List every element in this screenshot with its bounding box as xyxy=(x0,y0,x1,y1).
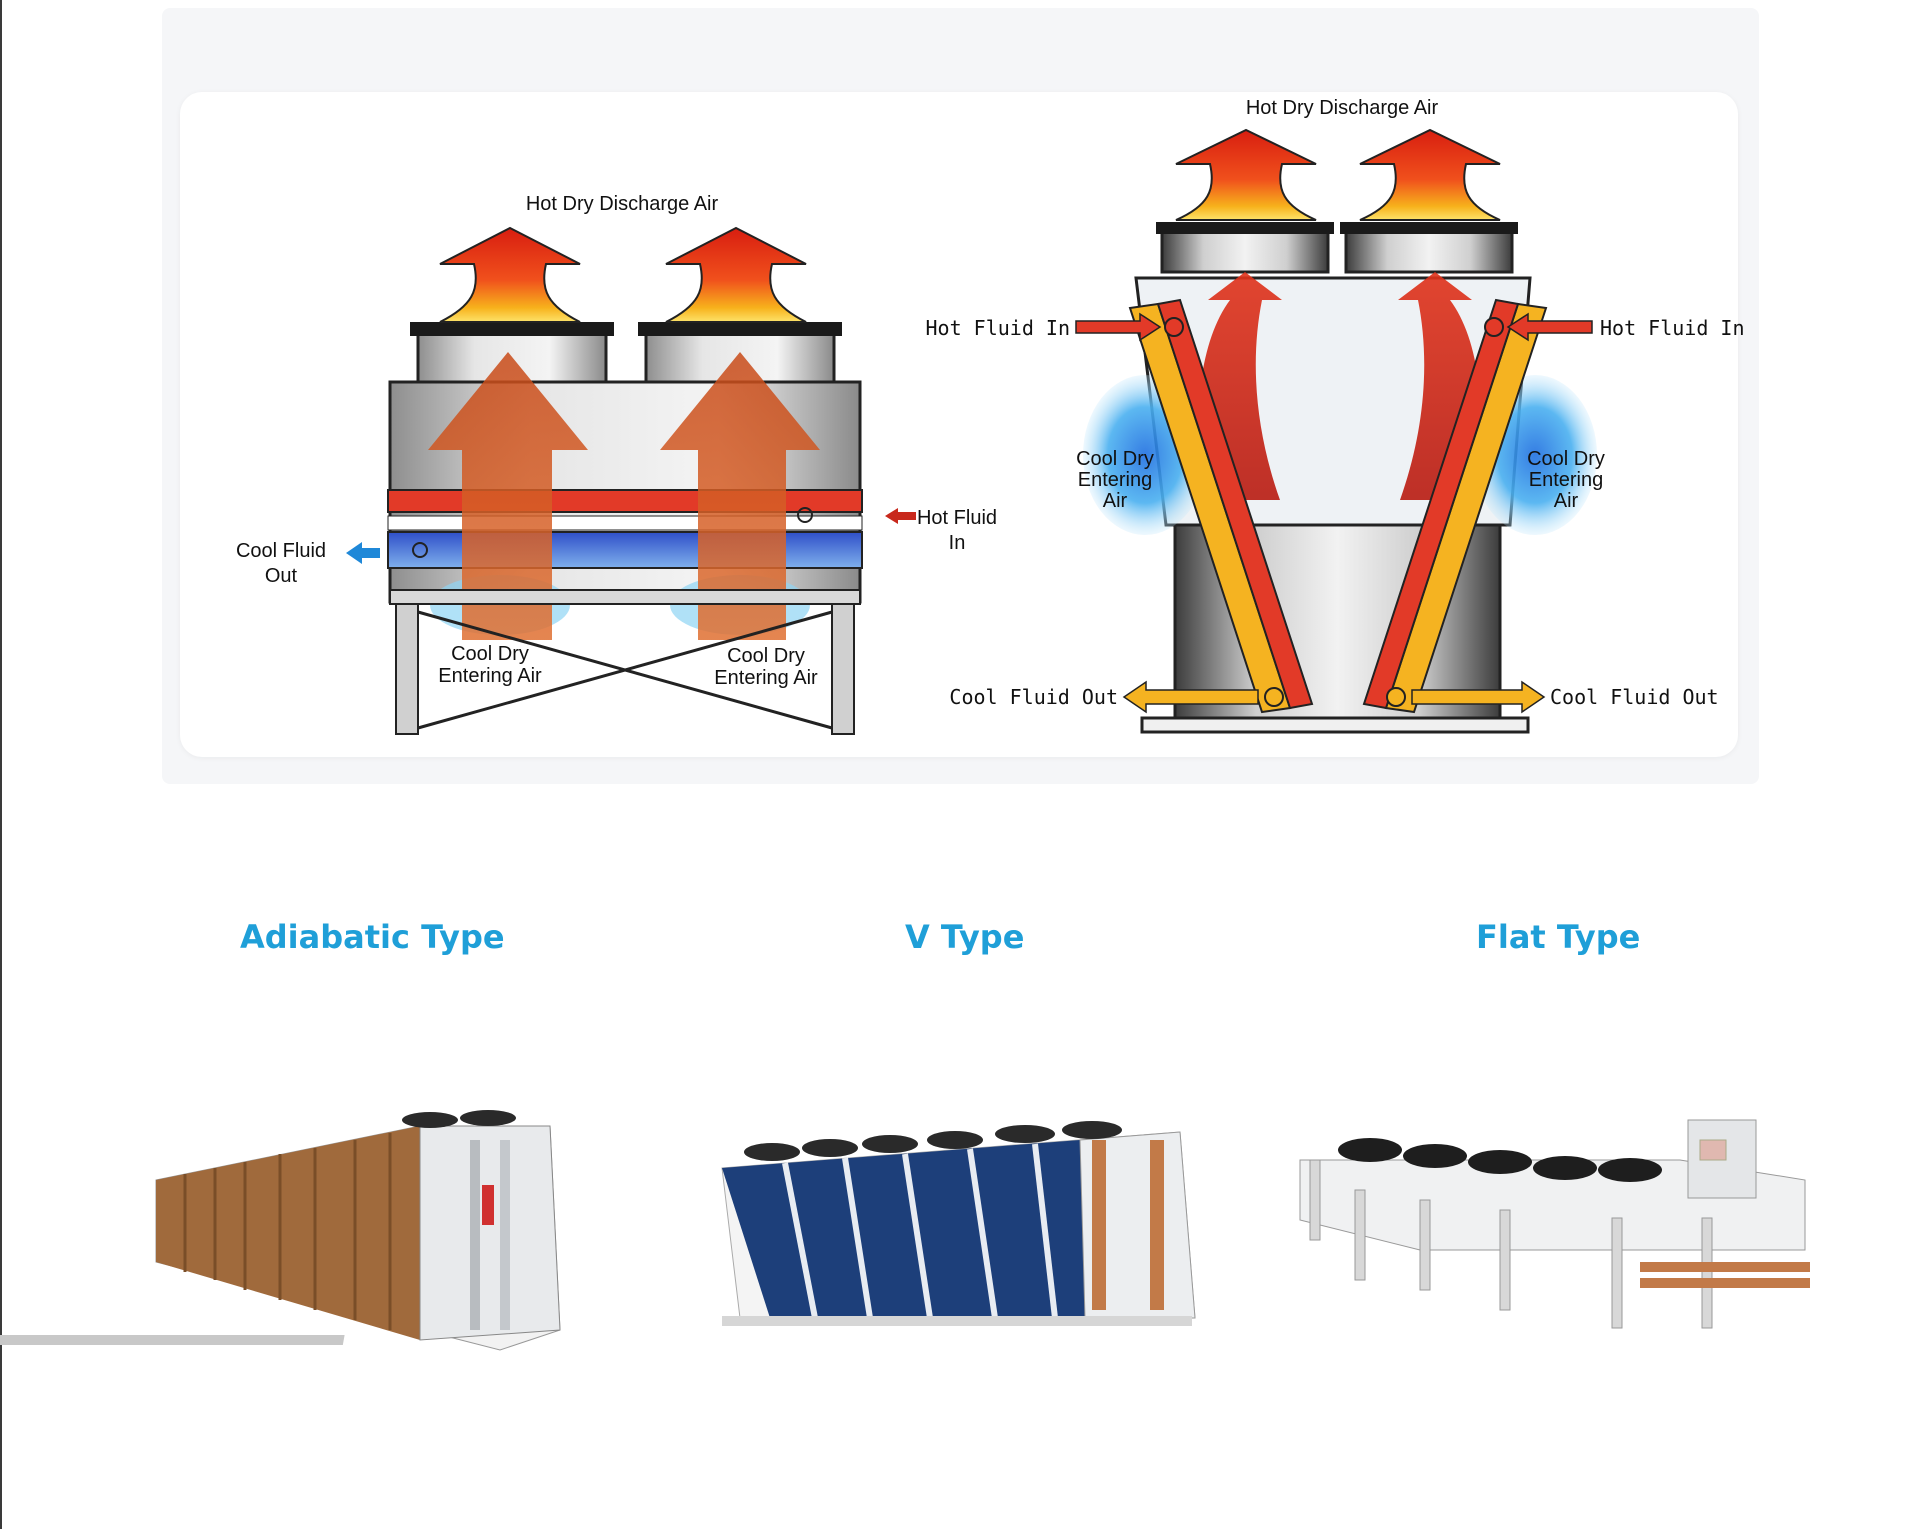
fan-rim-left xyxy=(410,322,614,336)
right-entering-air-left-line3: Air xyxy=(1103,490,1128,512)
coil-right-red xyxy=(1362,298,1520,710)
v-unit-diagram: Hot Dry Discharge Air Hot Fluid In Hot F… xyxy=(926,97,1745,734)
v-fan-left xyxy=(1160,226,1330,274)
hot-pipe xyxy=(387,489,863,513)
left-discharge-label: Hot Dry Discharge Air xyxy=(526,193,719,215)
v-cool-fluid-out-arrow-left xyxy=(1122,680,1259,714)
v-discharge-arrow-left xyxy=(1175,128,1317,221)
v-base xyxy=(1140,716,1530,734)
v-cool-fluid-out-arrow-right xyxy=(1411,680,1546,714)
right-entering-air-left-line1: Cool Dry xyxy=(1076,448,1154,470)
right-cool-fluid-out-left-label: Cool Fluid Out xyxy=(949,685,1118,709)
left-entering-air-1-line1: Cool Dry xyxy=(451,643,529,665)
product-images xyxy=(0,1110,1810,1351)
hot-fluid-in-arrow xyxy=(885,508,916,524)
v-hot-fluid-in-arrow-left xyxy=(1075,312,1162,342)
cool-fluid-out-arrow xyxy=(346,542,380,564)
cool-pipe xyxy=(387,531,863,569)
right-entering-air-left-line2: Entering xyxy=(1078,469,1153,491)
left-cool-fluid-out-label-line2: Out xyxy=(265,565,298,587)
left-hot-fluid-in-label-line1: Hot Fluid xyxy=(917,507,997,529)
left-hot-fluid-in-label-line2: In xyxy=(949,532,966,554)
coil-left-red xyxy=(1156,298,1314,710)
v-discharge-arrow-right xyxy=(1359,128,1501,221)
v-fan-right xyxy=(1344,226,1514,274)
right-entering-air-right-line2: Entering xyxy=(1529,469,1604,491)
right-cool-fluid-out-right-label: Cool Fluid Out xyxy=(1550,685,1719,709)
right-discharge-label: Hot Dry Discharge Air xyxy=(1246,97,1439,119)
right-entering-air-right-line1: Cool Dry xyxy=(1527,448,1605,470)
adiabatic-type-title: Adiabatic Type xyxy=(240,918,505,956)
adiabatic-product-image xyxy=(0,1110,561,1351)
page-left-border xyxy=(0,0,2,1529)
fan-rim-right xyxy=(638,322,842,336)
discharge-arrow-right xyxy=(665,226,807,323)
rising-air-arrow-left xyxy=(428,352,588,640)
left-entering-air-2-line2: Entering Air xyxy=(714,667,818,689)
v-type-product-image xyxy=(721,1121,1196,1326)
left-entering-air-1-line2: Entering Air xyxy=(438,665,542,687)
v-hot-fluid-in-arrow-right xyxy=(1506,312,1593,342)
dry-cooler-airflow-diagram: Hot Dry Discharge Air Hot Fluid In Cool … xyxy=(236,97,1745,735)
v-type-title: V Type xyxy=(905,918,1025,956)
right-hot-fluid-in-right-label: Hot Fluid In xyxy=(1600,316,1745,340)
discharge-arrow-left xyxy=(439,226,581,323)
flat-type-title: Flat Type xyxy=(1476,918,1641,956)
rising-air-arrow-right xyxy=(660,352,820,640)
flat-unit-diagram: Hot Dry Discharge Air Hot Fluid In Cool … xyxy=(236,193,997,735)
left-cool-fluid-out-label-line1: Cool Fluid xyxy=(236,540,326,562)
right-entering-air-right-line3: Air xyxy=(1554,490,1579,512)
leg-right xyxy=(831,603,855,735)
leg-left xyxy=(395,603,419,735)
left-entering-air-2-line1: Cool Dry xyxy=(727,645,805,667)
flat-type-product-image xyxy=(1299,1119,1810,1329)
right-hot-fluid-in-left-label: Hot Fluid In xyxy=(926,316,1071,340)
